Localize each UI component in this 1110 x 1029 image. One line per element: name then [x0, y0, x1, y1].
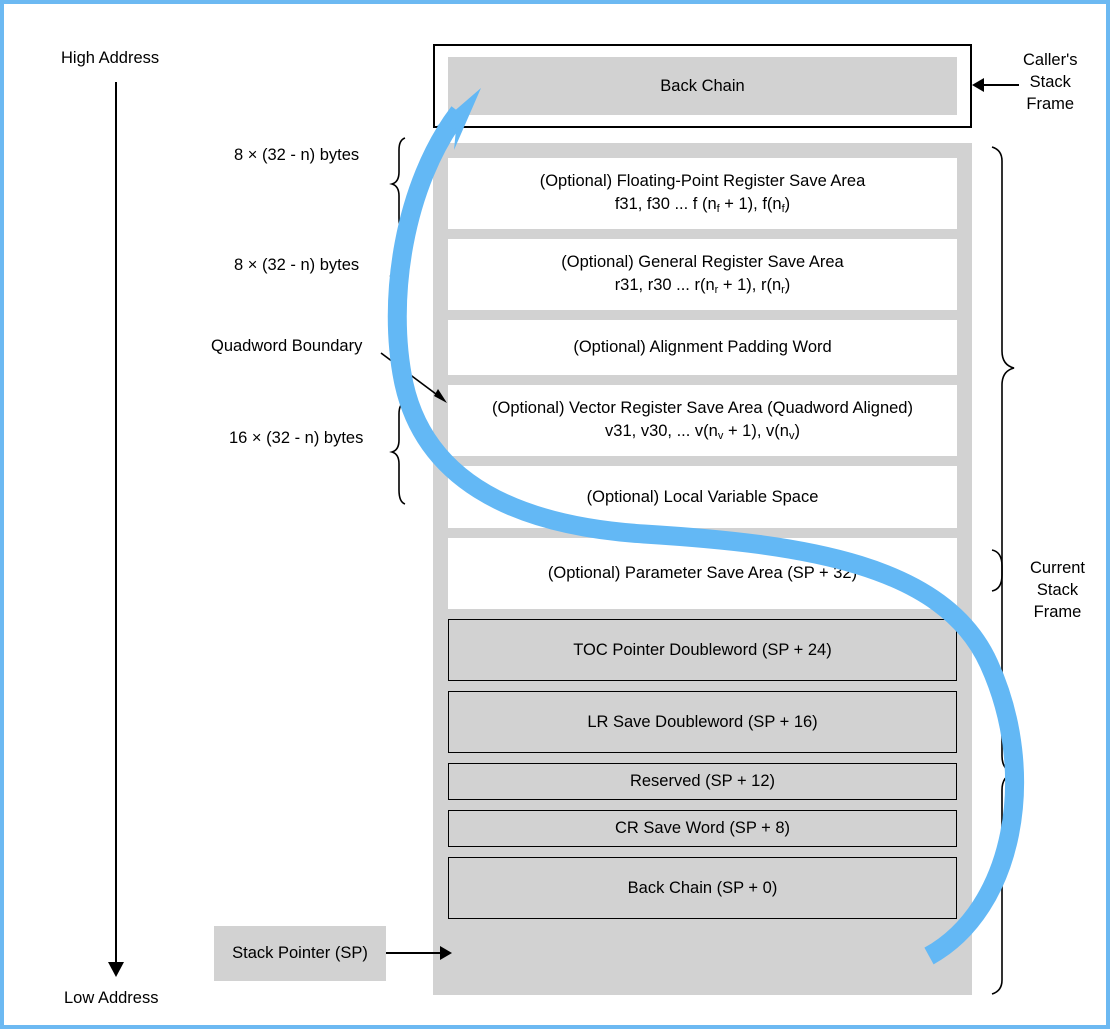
current-stack-frame-label: Current Stack Frame — [1030, 559, 1086, 621]
callers-frame-arrowhead-icon — [972, 78, 984, 92]
stack-pointer-box: Stack Pointer (SP) — [214, 926, 386, 981]
gpr-save-size-label: 8 × (32 - n) bytes — [234, 256, 360, 274]
stack-row-label: Back Chain (SP + 0) — [627, 878, 778, 897]
stack-row-general-register-save-area: (Optional) General Register Save Area r31… — [448, 239, 957, 310]
stack-row-label: LR Save Doubleword (SP + 16) — [587, 712, 818, 731]
current-frame-bracket-upper-icon — [991, 146, 1015, 592]
current-frame-bracket-lower-icon — [991, 549, 1015, 995]
stack-pointer-arrow-line — [386, 952, 444, 954]
stack-row-back-chain-sp0: Back Chain (SP + 0) — [448, 857, 957, 919]
stack-row-reserved: Reserved (SP + 12) — [448, 763, 957, 800]
stack-row-label: Reserved (SP + 12) — [629, 772, 776, 791]
stack-row-lr-save-doubleword: LR Save Doubleword (SP + 16) — [448, 691, 957, 753]
callers-back-chain-cell: Back Chain — [448, 57, 957, 115]
stack-row-alignment-padding-word: (Optional) Alignment Padding Word — [448, 320, 957, 375]
stack-pointer-arrowhead-icon — [440, 946, 452, 960]
vector-save-size-label: 16 × (32 - n) bytes — [229, 429, 364, 447]
stack-row-label: (Optional) Local Variable Space — [586, 487, 819, 506]
callers-stack-frame-label: Caller's Stack Frame — [1023, 51, 1078, 113]
stack-row-local-variable-space: (Optional) Local Variable Space — [448, 466, 957, 528]
callers-frame-pointer-line — [979, 84, 1019, 86]
address-axis-line — [115, 82, 117, 966]
stack-row-registers: r31, r30 ... r(nr + 1), r(nr) — [614, 275, 791, 296]
stack-row-label: (Optional) Floating-Point Register Save … — [539, 172, 866, 191]
address-axis-arrowhead-icon — [108, 962, 124, 977]
stack-row-label: (Optional) General Register Save Area — [561, 253, 844, 272]
brace-group — [389, 137, 406, 505]
fp-save-size-label: 8 × (32 - n) bytes — [234, 146, 360, 164]
stack-row-label: CR Save Word (SP + 8) — [615, 819, 790, 838]
high-address-label: High Address — [61, 49, 160, 67]
stack-row-toc-pointer-doubleword: TOC Pointer Doubleword (SP + 24) — [448, 619, 957, 681]
stack-row-vector-register-save-area: (Optional) Vector Register Save Area (Qu… — [448, 385, 957, 456]
stack-row-parameter-save-area: (Optional) Parameter Save Area (SP + 32) — [448, 538, 957, 609]
low-address-label: Low Address — [64, 989, 159, 1007]
stack-row-label: (Optional) Alignment Padding Word — [573, 338, 832, 357]
quadword-boundary-label: Quadword Boundary — [211, 337, 363, 355]
stack-row-label: TOC Pointer Doubleword (SP + 24) — [573, 640, 832, 659]
vector-save-brace-icon — [389, 401, 406, 505]
stack-row-registers: f31, f30 ... f (nf + 1), f(nf) — [614, 194, 791, 215]
stack-row-registers: v31, v30, ... v(nv + 1), v(nv) — [605, 421, 800, 442]
stack-row-label: (Optional) Vector Register Save Area (Qu… — [492, 399, 913, 418]
stack-row-cr-save-word: CR Save Word (SP + 8) — [448, 810, 957, 847]
fp-save-brace-icon — [389, 137, 406, 233]
current-stack-frame-container: (Optional) Floating-Point Register Save … — [433, 143, 972, 995]
stack-row-label: (Optional) Parameter Save Area (SP + 32) — [547, 564, 858, 583]
gpr-save-brace-icon — [389, 225, 406, 329]
stack-row-fp-register-save-area: (Optional) Floating-Point Register Save … — [448, 158, 957, 229]
